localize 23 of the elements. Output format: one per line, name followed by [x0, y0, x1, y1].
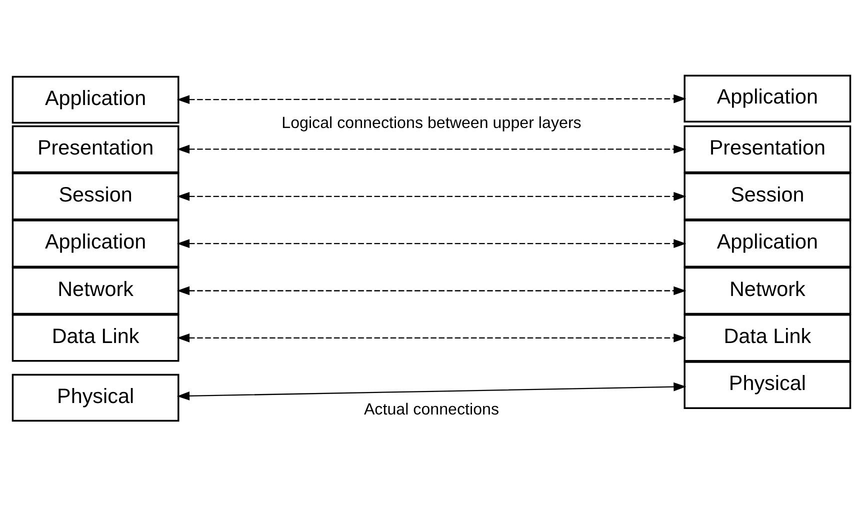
node-box: Presentation	[684, 124, 852, 173]
node-box: Physical	[12, 373, 180, 422]
arrow	[176, 382, 686, 400]
node-box: Application	[12, 75, 180, 124]
arrow	[176, 144, 686, 154]
node-box: Session	[684, 172, 852, 220]
node-box: Application	[684, 219, 852, 267]
arrow	[176, 286, 686, 295]
node-box: Network	[684, 266, 852, 314]
arrow	[176, 94, 686, 104]
arrow	[176, 332, 686, 342]
node-box: Network	[12, 266, 180, 314]
arrow	[176, 238, 686, 248]
label: Actual connections	[364, 400, 500, 418]
node-box: Application	[12, 219, 180, 267]
label: Logical connections between upper layers	[282, 114, 582, 132]
node-box: Presentation	[12, 124, 180, 173]
node-box: Application	[684, 74, 852, 122]
arrow	[176, 191, 686, 200]
node-box: Data Link	[684, 314, 852, 362]
node-box: Physical	[684, 360, 852, 408]
node-box: Session	[12, 172, 180, 220]
node-box: Data Link	[12, 314, 180, 362]
